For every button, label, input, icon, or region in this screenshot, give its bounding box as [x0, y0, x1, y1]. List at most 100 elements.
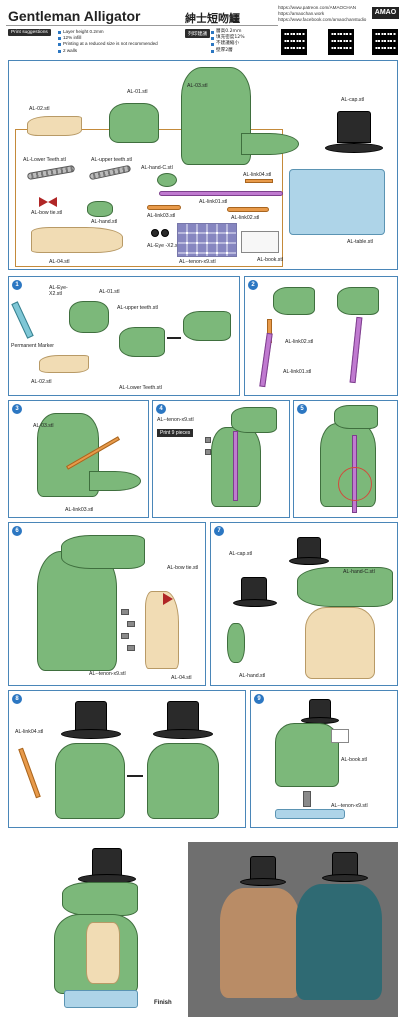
al03-tail-model [89, 471, 141, 491]
eye-part [161, 229, 169, 237]
step-number: 6 [12, 526, 22, 536]
link03-part [147, 205, 181, 210]
link01-model [259, 332, 273, 388]
top-hat-model [297, 537, 321, 559]
top-hat-model [75, 701, 107, 731]
head-model [297, 567, 393, 607]
step-1-panel: 1 Permanent Marker AL-Eye-X2.stl AL-01.s… [8, 276, 240, 396]
qr-code-icon[interactable] [281, 29, 307, 55]
step-5-panel: 5 [293, 400, 398, 518]
top-hat-brim [325, 143, 383, 153]
al01-label: AL-01.stl [127, 89, 148, 95]
step-number: 3 [12, 404, 22, 414]
bow-tie-label: AL-bow tie.stl [167, 565, 199, 571]
hand-model [227, 623, 245, 663]
highlight-circle [338, 467, 372, 501]
lower-teeth-label: AL-Lower Teeth.stl [23, 157, 66, 163]
suggestion-item-cn: 填充密度12% [211, 35, 245, 41]
suggestion-item: 12% infill [58, 35, 158, 41]
top-hat-part [337, 111, 371, 143]
head-model [61, 535, 145, 569]
arrow-right-icon [127, 775, 143, 777]
tenon-label: AL--tenon-x9.stl [179, 259, 216, 265]
suggestion-item: 2 walls [58, 48, 158, 54]
page-title-cn: 紳士短吻鱷 [185, 12, 240, 25]
book-model [331, 729, 349, 743]
link04-label: AL-link04.stl [243, 172, 272, 178]
step-2-panel: 2 AL-link02.stl AL-link01.stl [244, 276, 398, 396]
table-label: AL-table.stl [347, 239, 373, 245]
step-4-panel: 4 AL--tenon-x9.stl Print 9 pieces [152, 400, 290, 518]
step-6-panel: 6 AL-bow tie.stl AL--tenon-x9.stl AL-04.… [8, 522, 206, 686]
al02-part [27, 116, 82, 136]
head-model [334, 405, 378, 429]
suggestion-item-cn: 層高0.2mm [211, 29, 245, 35]
marker-label: Permanent Marker [11, 343, 54, 349]
al03-part [181, 67, 251, 165]
body-model [55, 743, 125, 819]
vest-model [86, 922, 120, 984]
qr-code-icon[interactable] [372, 29, 398, 55]
url-website[interactable]: https://amaochan.work [278, 11, 325, 16]
body-model [147, 743, 219, 819]
assembled-head-model [183, 311, 231, 341]
al02-jaw-model [39, 355, 89, 373]
eye-label: AL-Eye -X2.stl [147, 243, 181, 249]
top-hat-model [309, 699, 331, 719]
step-3-panel: 3 AL-03.stl AL-link03.stl [8, 400, 149, 518]
hand-label: AL-hand.stl [239, 673, 266, 679]
header-divider [6, 25, 278, 26]
teal-alligator-model [296, 884, 382, 1000]
head-model [337, 287, 379, 315]
link-model [233, 431, 238, 501]
tenon-model [303, 791, 311, 807]
url-patreon[interactable]: https://www.patreon.com/AMAOCHAN [278, 5, 357, 10]
upper-teeth-label: AL-upper teeth.stl [117, 305, 158, 311]
al01-head-model [69, 301, 109, 333]
lower-teeth-label: AL-Lower Teeth.stl [119, 385, 162, 391]
step-number: 4 [156, 404, 166, 414]
link01-label: AL-link01.stl [283, 369, 312, 375]
step-number: 5 [297, 404, 307, 414]
suggestions-list-cn: 層高0.2mm 填充密度12% 不建議縮小 壁厚2層 [211, 29, 245, 54]
top-hat-brim [61, 729, 121, 739]
link04-part [245, 179, 273, 183]
link04-model [18, 747, 41, 799]
qr-code-icon[interactable] [328, 29, 354, 55]
hand-part [87, 201, 113, 217]
suggestion-item-cn: 壁厚2層 [211, 48, 245, 54]
tenon-label: AL--tenon-x9.stl [157, 417, 194, 423]
top-hat-brim [233, 599, 277, 607]
link01-part [159, 191, 283, 196]
url-facebook[interactable]: https://www.facebook.com/amaochanstudio [278, 17, 367, 22]
al02-label: AL-02.stl [29, 106, 50, 112]
link02-label: AL-link02.stl [285, 339, 314, 345]
eye-label: AL-Eye-X2.stl [49, 285, 68, 297]
cap-label: AL-cap.stl [341, 97, 365, 103]
table-model [275, 809, 345, 819]
url-list: https://www.patreon.com/AMAOCHAN https:/… [278, 5, 366, 23]
link03-label: AL-link03.stl [147, 213, 176, 219]
al02-label: AL-02.stl [31, 379, 52, 385]
arrow-right-icon [167, 337, 181, 339]
hand-label: AL-hand.stl [91, 219, 118, 225]
body-model [275, 723, 339, 787]
step-number: 8 [12, 694, 22, 704]
tenon-label: AL--tenon-x9.stl [331, 803, 368, 809]
al01-label: AL-01.stl [99, 289, 120, 295]
tenon-model [127, 645, 135, 651]
top-hat-model [167, 701, 199, 731]
top-hat-model [92, 848, 122, 876]
hand-c-label: AL-hand-C.stl [141, 165, 173, 171]
cap-label: AL-cap.stl [229, 551, 253, 557]
book-part [241, 231, 279, 253]
al04-vest-model [145, 591, 179, 669]
bow-tie-label: AL-bow tie.stl [31, 210, 63, 216]
bow-tie-right [48, 197, 57, 207]
hand-c-part [157, 173, 177, 187]
brown-alligator-model [220, 888, 300, 998]
al03-label: AL-03.stl [187, 83, 208, 89]
link01-assembled [349, 316, 363, 384]
step-9-panel: 9 AL-book.stl AL--tenon-x9.stl [250, 690, 398, 828]
permanent-marker-icon [11, 301, 34, 339]
